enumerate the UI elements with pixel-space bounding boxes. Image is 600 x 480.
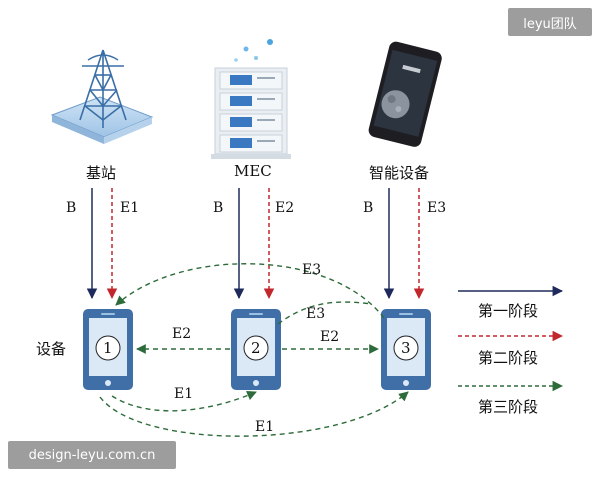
legend-stage-3: 第三阶段 [478,398,539,416]
device-1-number: 1 [103,339,113,357]
device-3-number: 3 [401,339,411,357]
label-base-station: 基站 [86,164,117,182]
edge-label-e1-low: E1 [255,419,275,435]
legend-stage-1: 第一阶段 [478,302,539,320]
stage-three-links [99,263,409,437]
device-3 [381,309,431,390]
label-mec: MEC [234,162,272,180]
watermark-top-right: leyu团队 [508,8,592,36]
stage-arrows-vertical [86,188,425,300]
base-station-icon [50,49,154,144]
edge-label-e2-right: E2 [320,329,340,345]
edge-label-b3: B [363,200,374,216]
edge-label-e1-mid: E1 [174,386,194,402]
edge-label-e1-top: E1 [120,200,140,216]
label-devices: 设备 [36,340,67,358]
edge-label-e3-arc: E3 [302,262,322,278]
edge-label-e2-left: E2 [172,326,192,342]
edge-label-b2: B [213,200,224,216]
mec-server-icon [211,39,291,159]
legend-lines [458,285,564,392]
label-smart-device: 智能设备 [369,164,430,182]
device-2 [231,309,281,390]
edge-label-e2-top: E2 [275,200,295,216]
watermark-bottom-left: design-leyu.com.cn [8,441,176,469]
device-2-number: 2 [251,339,261,357]
legend-stage-2: 第二阶段 [478,349,539,367]
edge-label-e3-top: E3 [427,200,447,216]
smart-phone-icon [368,41,442,147]
edge-label-e3-short: E3 [306,306,326,322]
edge-label-b1: B [66,200,77,216]
device-1 [83,309,133,390]
